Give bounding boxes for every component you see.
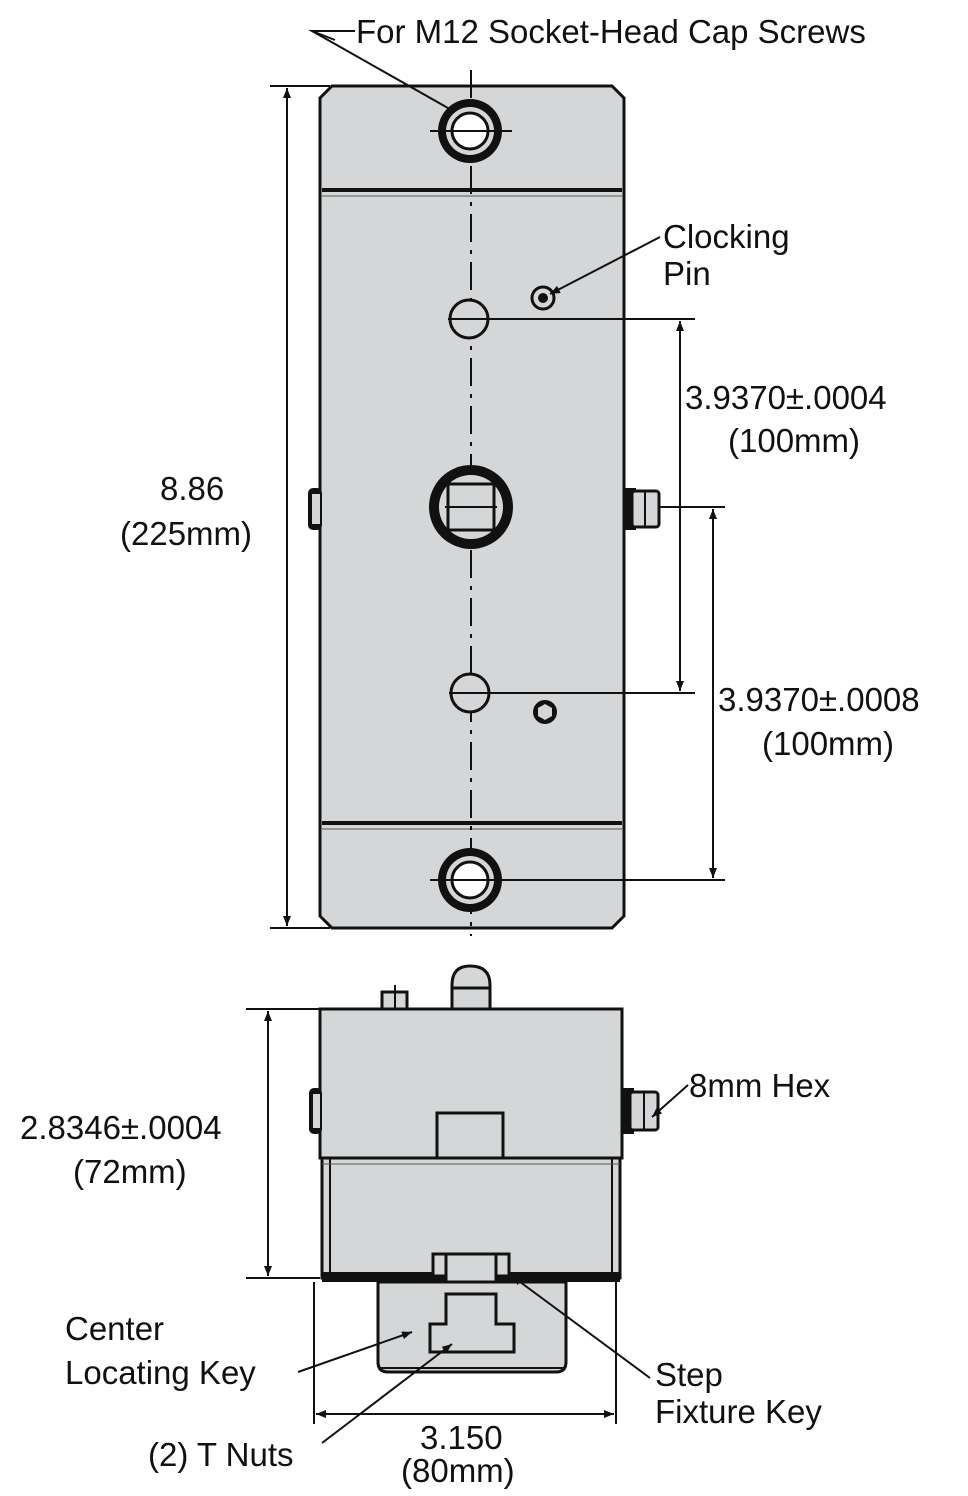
side-knob-left-icon — [308, 488, 322, 530]
hex-screw-side-icon — [622, 1088, 660, 1134]
hex-screw-icon — [533, 700, 557, 724]
screw-hole-top-icon — [430, 99, 512, 163]
tnuts-label: (2) T Nuts — [148, 1436, 294, 1473]
clocking-leader — [549, 236, 661, 295]
dim-pin-spacing-2-label: 3.9370±.0008 — [718, 681, 920, 718]
dim-overall-length-mm-label: (225mm) — [120, 515, 252, 552]
clocking-label-line2: Pin — [663, 255, 711, 292]
locating-hole-upper-icon — [448, 298, 490, 340]
side-view — [246, 964, 689, 1444]
dim-overall-length-label: 8.86 — [160, 470, 224, 507]
top-socket-icon — [450, 964, 492, 1012]
dim-width-mm-label: (80mm) — [401, 1452, 515, 1489]
dim-pin-spacing-1-mm-label: (100mm) — [728, 422, 860, 459]
locating-hole-lower-icon — [449, 672, 491, 714]
clocking-pin-icon — [530, 285, 556, 311]
center-key-label-line2: Locating Key — [65, 1354, 256, 1391]
step-key-label-line1: Step — [655, 1356, 723, 1393]
dim-height-label: 2.8346±.0004 — [20, 1109, 222, 1146]
hex-label: 8mm Hex — [689, 1067, 831, 1104]
top-view — [270, 30, 725, 936]
dim-pin-spacing-2-mm-label: (100mm) — [762, 725, 894, 762]
dim-pin-spacing-1-label: 3.9370±.0004 — [685, 379, 887, 416]
step-key-leader — [511, 1275, 651, 1379]
center-key-label-line1: Center — [65, 1310, 164, 1347]
step-key-label-line2: Fixture Key — [655, 1393, 822, 1430]
screws-label: For M12 Socket-Head Cap Screws — [356, 13, 866, 50]
center-key-window — [435, 1111, 505, 1163]
t-nut-icon — [428, 1292, 516, 1354]
side-hex-right-icon — [624, 488, 661, 530]
dim-pin-spacing-2-line — [512, 506, 725, 881]
screw-hole-bottom-icon — [430, 848, 512, 912]
clocking-label-line1: Clocking — [663, 218, 790, 255]
dim-overall-length-line — [270, 85, 330, 929]
center-socket-icon — [429, 465, 513, 549]
tnuts-leader — [321, 1343, 453, 1444]
center-key-leader — [297, 1331, 413, 1373]
dim-height-line — [246, 1008, 320, 1279]
side-knob-left-2-icon — [309, 1088, 322, 1134]
dim-height-mm-label: (72mm) — [73, 1153, 187, 1190]
hex-leader — [651, 1084, 689, 1118]
dim-width-label: 3.150 — [420, 1419, 503, 1456]
